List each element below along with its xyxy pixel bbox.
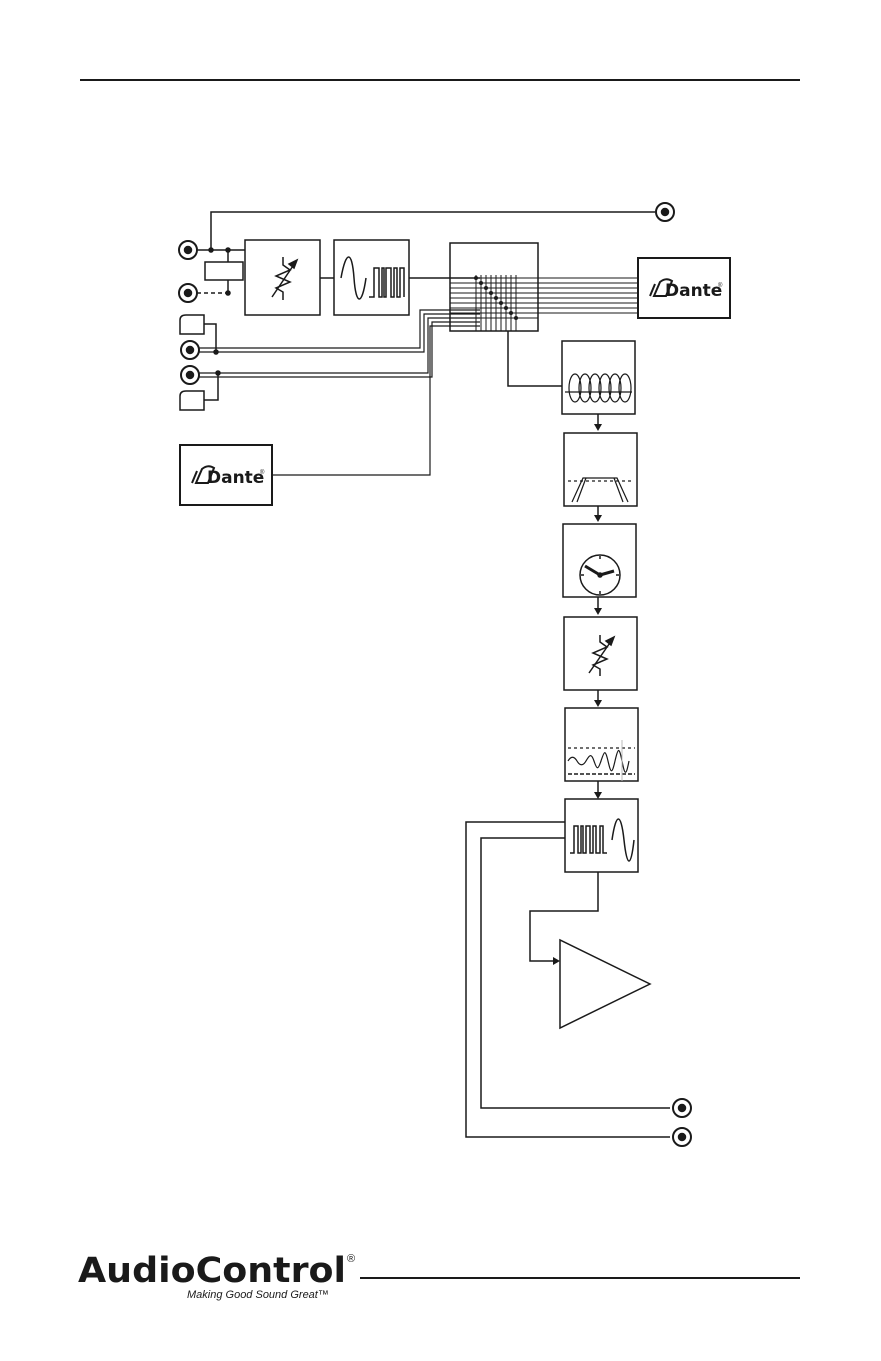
rca-input-top [179, 241, 197, 259]
analog-wave-icon [341, 257, 366, 299]
arrow-dac-to-amp [553, 957, 560, 965]
arrow-crossover-to-delay [594, 515, 602, 522]
dante-input-reg-mark: ® [260, 469, 265, 476]
audiocontrol-logo: AudioControl ® Making Good Sound Great™ [78, 1251, 355, 1301]
speaker-terminal-bottom [180, 391, 204, 410]
dante-input-logo: Dante ® [192, 466, 265, 488]
arrow-gain-to-limiter [594, 700, 602, 707]
brand-tagline: Making Good Sound Great™ [187, 1289, 329, 1301]
matrix-to-dante-lines [538, 278, 638, 313]
line-out-path-2 [481, 838, 670, 1108]
dante-input-label: Dante [207, 468, 264, 488]
brand-reg-mark: ® [347, 1253, 355, 1265]
output-gain-block [564, 617, 637, 690]
limiter-waveform-icon [568, 740, 635, 781]
arrow-eq-to-crossover [594, 424, 602, 431]
gain-potentiometer-icon [272, 257, 297, 300]
rca-output-1 [673, 1099, 691, 1117]
speaker-terminal-top [180, 315, 204, 334]
parametric-eq-icon [565, 374, 632, 402]
arrow-delay-to-gain [594, 608, 602, 615]
analog-wave-icon-2 [612, 819, 634, 861]
delay-block [563, 524, 636, 597]
rca-input-mid-1 [181, 341, 199, 359]
digital-pulse-icon [369, 268, 404, 297]
gain-potentiometer-icon-2 [589, 635, 614, 676]
crossover-filter-icon [568, 478, 633, 502]
rca-input-mid-2 [181, 366, 199, 384]
input-select-switch [205, 262, 243, 280]
bypass-line [211, 212, 655, 250]
dante-output-reg-mark: ® [718, 282, 723, 289]
dante-output-label: Dante [665, 281, 722, 301]
digital-pulse-icon-2 [570, 826, 607, 853]
amplifier-triangle [560, 940, 650, 1028]
rca-input-bottom [179, 284, 197, 302]
dac-block [565, 799, 638, 872]
dante-output-logo: Dante ® [650, 279, 723, 301]
input-gain-block [245, 240, 320, 315]
brand-wordmark: AudioControl [78, 1251, 346, 1291]
rca-output-top [656, 203, 674, 221]
arrow-limiter-to-dac [594, 792, 602, 799]
clock-icon [580, 555, 620, 595]
rca-output-2 [673, 1128, 691, 1146]
